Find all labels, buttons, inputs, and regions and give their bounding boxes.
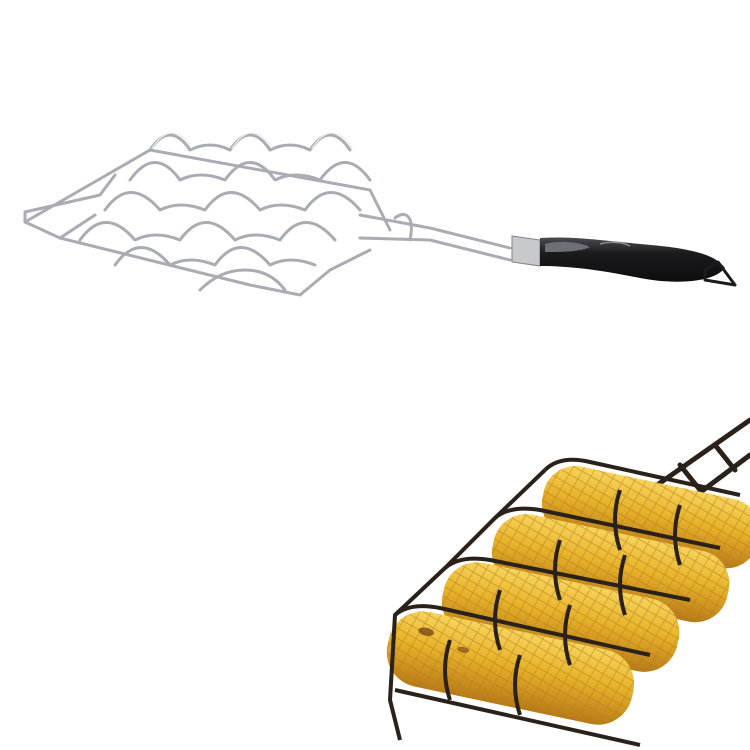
handle-icon bbox=[540, 237, 725, 282]
